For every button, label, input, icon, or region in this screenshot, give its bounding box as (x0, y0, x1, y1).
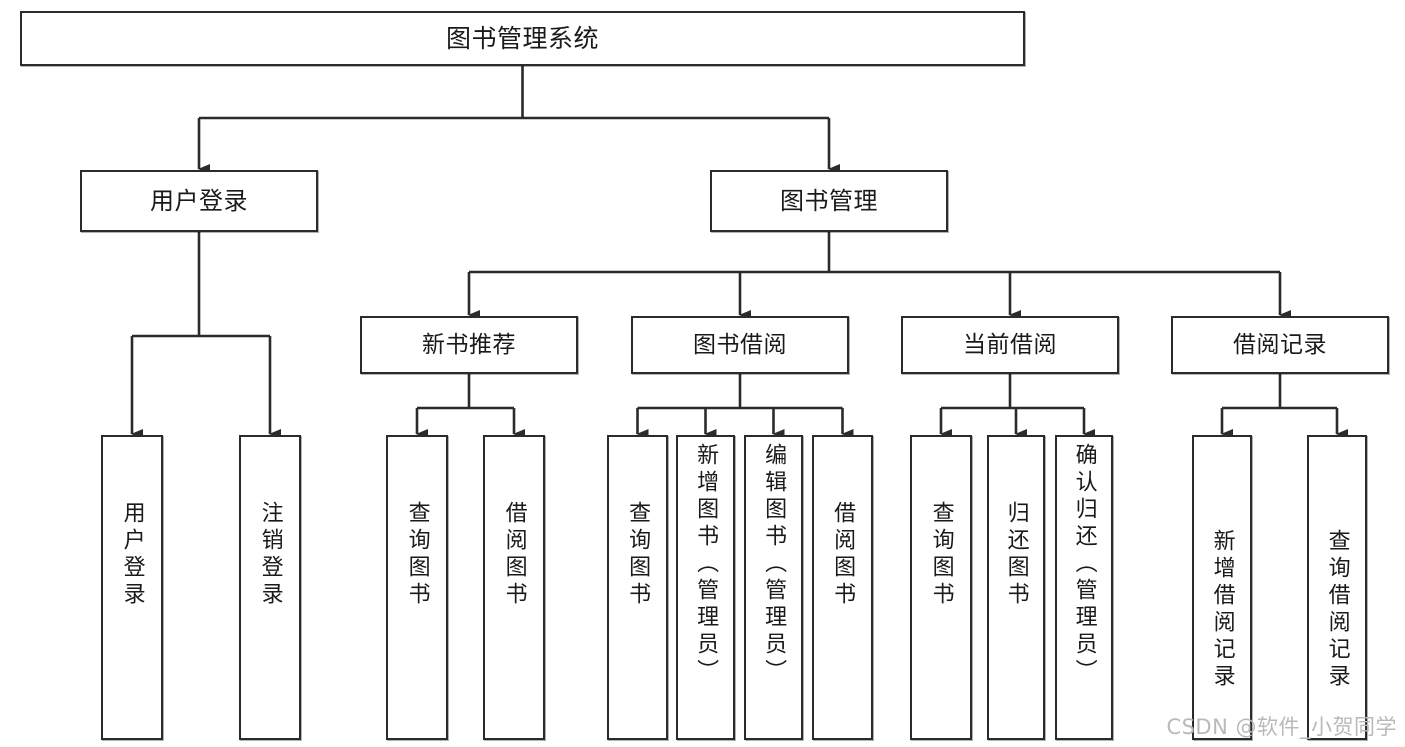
node-label: 新增图书（管理员） (693, 443, 719, 686)
node-label: 查询图书 (928, 501, 954, 609)
node-book-borrow[interactable]: 图书借阅 (631, 316, 849, 374)
node-leaf-borrow-book-bor[interactable]: 借阅图书 (812, 435, 873, 740)
node-leaf-query-book-cur[interactable]: 查询图书 (910, 435, 972, 740)
node-leaf-borrow-book-rec[interactable]: 借阅图书 (483, 435, 545, 740)
watermark: CSDN @软件_小贺同学 (1166, 715, 1397, 739)
node-leaf-query-book-bor[interactable]: 查询图书 (607, 435, 668, 740)
node-leaf-confirm-return[interactable]: 确认归还（管理员） (1055, 435, 1113, 740)
node-root[interactable]: 图书管理系统 (20, 11, 1025, 66)
node-leaf-logout[interactable]: 注销登录 (239, 435, 301, 740)
node-leaf-return-book[interactable]: 归还图书 (987, 435, 1045, 740)
node-label: 新书推荐 (422, 331, 516, 358)
node-leaf-query-record[interactable]: 查询借阅记录 (1307, 435, 1367, 740)
node-leaf-add-book[interactable]: 新增图书（管理员） (676, 435, 735, 740)
node-current-borrow[interactable]: 当前借阅 (901, 316, 1119, 374)
node-label: 编辑图书（管理员） (761, 443, 787, 686)
node-label: 查询图书 (404, 501, 430, 609)
node-label: 图书管理系统 (445, 24, 599, 53)
node-leaf-query-book-rec[interactable]: 查询图书 (386, 435, 448, 740)
node-label: 借阅图书 (501, 501, 527, 609)
node-borrow-record[interactable]: 借阅记录 (1171, 316, 1389, 374)
node-leaf-add-record[interactable]: 新增借阅记录 (1192, 435, 1252, 740)
node-label: 新增借阅记录 (1209, 529, 1235, 691)
node-label: 查询借阅记录 (1324, 529, 1350, 691)
node-user-login[interactable]: 用户登录 (80, 170, 318, 232)
node-leaf-user-login[interactable]: 用户登录 (101, 435, 163, 740)
node-label: 查询图书 (625, 501, 651, 609)
node-label: 当前借阅 (963, 331, 1057, 358)
node-label: 图书管理 (780, 187, 878, 215)
node-new-book-rec[interactable]: 新书推荐 (360, 316, 578, 374)
node-label: 借阅记录 (1233, 331, 1327, 358)
node-book-manage[interactable]: 图书管理 (710, 170, 948, 232)
node-label: 借阅图书 (830, 501, 856, 609)
node-label: 用户登录 (119, 501, 145, 609)
node-leaf-edit-book[interactable]: 编辑图书（管理员） (744, 435, 803, 740)
node-label: 确认归还（管理员） (1071, 443, 1097, 686)
node-label: 图书借阅 (693, 331, 787, 358)
node-label: 用户登录 (150, 187, 248, 215)
node-label: 注销登录 (257, 501, 283, 609)
node-label: 归还图书 (1003, 501, 1029, 609)
